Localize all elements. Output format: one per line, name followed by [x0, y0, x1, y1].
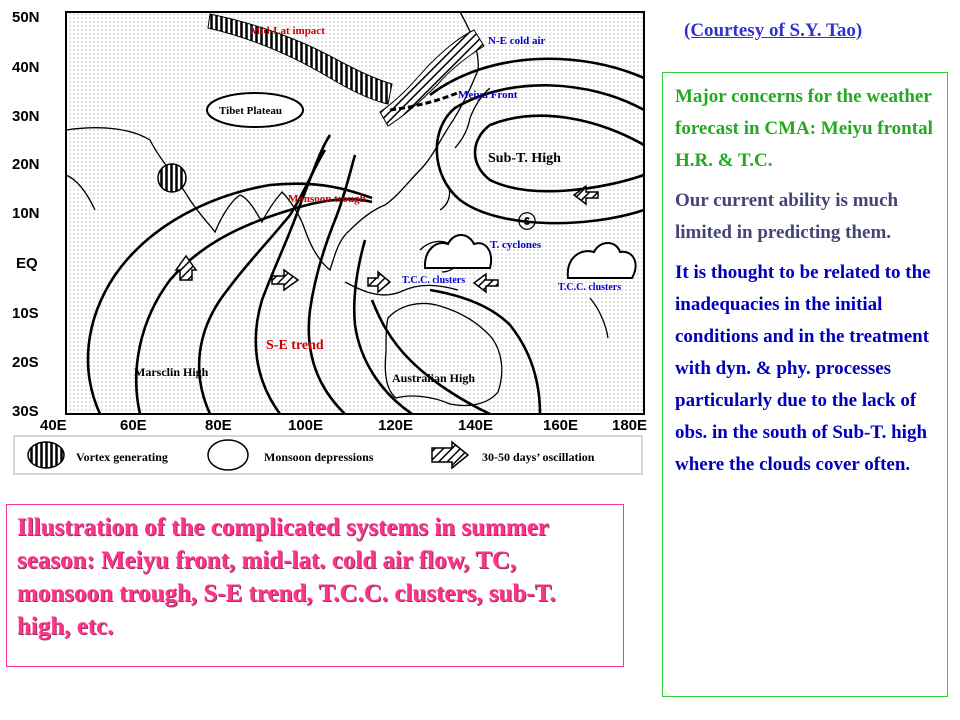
tcc-cloud-west [423, 234, 492, 269]
vortex-legend-icon [27, 441, 65, 469]
se-trend-label: S-E trend [266, 338, 324, 353]
tibet-outline [206, 92, 304, 128]
lat-label: 50N [12, 9, 40, 26]
mid-lat-hatch-band [207, 13, 393, 105]
courtesy-credit: (Courtesy of S.Y. Tao) [684, 20, 863, 41]
subtropical-high-contours [429, 57, 645, 225]
legend-vortex-label: Vortex generating [76, 450, 168, 464]
weather-systems-map: Tibet Plateau ⓢ Mid-Lat impact N-E cold … [12, 9, 647, 475]
tcc-label-east: T.C.C. clusters [558, 282, 621, 293]
monsoon-flow-lines [86, 134, 542, 416]
lon-label: 180E [612, 417, 647, 434]
tibet-label: Tibet Plateau [219, 105, 282, 117]
lon-label: 100E [288, 417, 323, 434]
cyclone-icon: ⓢ [518, 211, 536, 232]
cold-air-band [379, 29, 485, 127]
cyclones-label: T. cyclones [490, 239, 542, 251]
australian-label: Australian High [392, 371, 475, 385]
lat-label: 10N [12, 205, 40, 222]
inadequacies-paragraph: It is thought to be related to the inade… [675, 262, 931, 475]
tcc-label-west: T.C.C. clusters [402, 275, 465, 286]
ability-paragraph: Our current ability is much limited in p… [675, 190, 899, 243]
oscillation-legend-icon [431, 440, 470, 470]
legend-frame [13, 435, 643, 475]
meiyu-label: Meiyu Front [458, 89, 518, 101]
vortex-marker [157, 163, 187, 193]
latitude-labels: 50N 40N 30N 20N 10N EQ 10S 20S 30S [12, 9, 40, 420]
forecast-concerns-panel: Major concerns for the weather forecast … [662, 72, 948, 697]
lon-label: 120E [378, 417, 413, 434]
legend-depressions-label: Monsoon depressions [264, 450, 374, 464]
ne-cold-label: N-E cold air [488, 35, 546, 47]
marsclin-label: Marsclin High [134, 365, 209, 379]
oscillation-arrows [174, 184, 599, 294]
legend-oscillation-label: 30-50 days’ oscillation [482, 450, 595, 464]
lat-label: 30S [12, 403, 39, 420]
illustration-caption: Illustration of the complicated systems … [6, 504, 624, 667]
lat-label: 30N [12, 108, 40, 125]
subt-high-label: Sub-T. High [488, 151, 561, 166]
mid-lat-label: Mid-Lat impact [250, 25, 325, 37]
concerns-paragraph: Major concerns for the weather forecast … [675, 86, 933, 171]
map-legend: Vortex generating Monsoon depressions 30… [13, 435, 643, 475]
lon-label: 40E [40, 417, 67, 434]
lon-label: 80E [205, 417, 232, 434]
lat-label: 40N [12, 59, 40, 76]
longitude-labels: 40E 60E 80E 100E 120E 140E 160E 180E [40, 417, 647, 434]
depression-legend-icon [207, 439, 249, 471]
meiyu-front-line [389, 90, 461, 112]
lon-label: 160E [543, 417, 578, 434]
monsoon-trough-label: Monsoon trough [288, 193, 366, 205]
tcc-cloud-east [566, 242, 637, 279]
lat-label: 20N [12, 156, 40, 173]
lon-label: 60E [120, 417, 147, 434]
lat-label: 20S [12, 354, 39, 371]
lon-label: 140E [458, 417, 493, 434]
lat-label: 10S [12, 305, 39, 322]
lat-label: EQ [16, 255, 38, 272]
